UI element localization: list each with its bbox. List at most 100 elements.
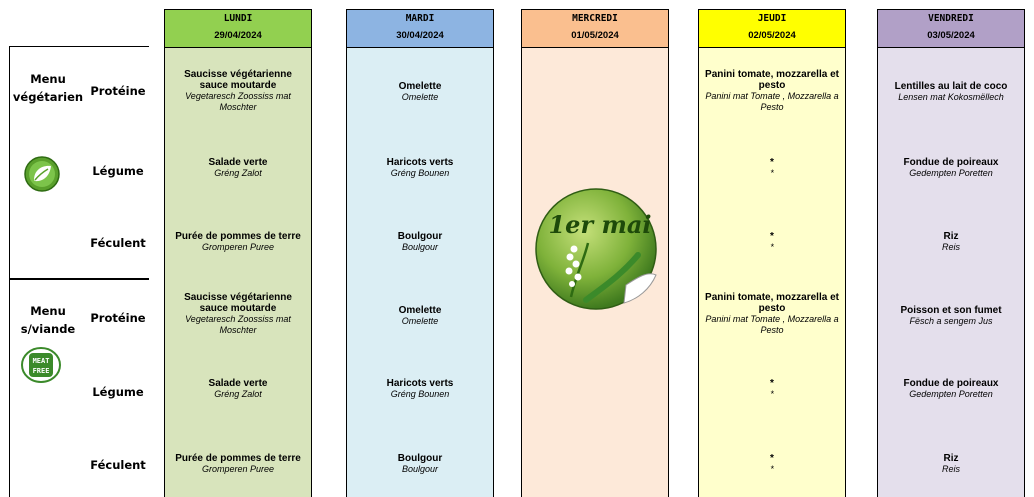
meal-name-lu: Omelette xyxy=(401,92,439,102)
meal-name-lu: * xyxy=(770,389,774,399)
meal-name-fr: * xyxy=(770,453,774,464)
meal-name-lu: Gréng Bounen xyxy=(390,168,450,178)
day-header: LUNDI 29/04/2024 xyxy=(165,10,311,48)
svg-text:1er mai: 1er mai xyxy=(548,210,651,239)
menu-vegetarien-label: Menu végétarien xyxy=(12,72,84,104)
meal-name-fr: Boulgour xyxy=(397,231,443,242)
day-date: 29/04/2024 xyxy=(214,30,262,41)
meal-name-lu: Boulgour xyxy=(401,464,439,474)
day-column-lundi: LUNDI 29/04/2024 Saucisse végétarienne s… xyxy=(164,9,312,497)
category-label: Féculent xyxy=(90,236,146,250)
meal-cell: ** xyxy=(699,378,845,400)
meal-name-fr: Poisson et son fumet xyxy=(900,305,1002,316)
meal-cell: ** xyxy=(699,453,845,475)
meal-name-fr: Haricots verts xyxy=(386,157,454,168)
meal-name-fr: Fondue de poireaux xyxy=(903,157,999,168)
meat-free-icon: MEAT FREE xyxy=(21,347,61,383)
leaf-icon xyxy=(24,156,60,192)
meal-name-fr: * xyxy=(770,378,774,389)
meal-name-fr: Boulgour xyxy=(397,453,443,464)
day-header: MERCREDI 01/05/2024 xyxy=(522,10,668,48)
meal-name-fr: Riz xyxy=(943,453,959,464)
day-header: JEUDI 02/05/2024 xyxy=(699,10,845,48)
meal-name-lu: * xyxy=(770,168,774,178)
svg-text:MEAT: MEAT xyxy=(33,357,50,365)
category-label: Protéine xyxy=(90,311,146,325)
meal-name-fr: Salade verte xyxy=(208,157,268,168)
meal-name-lu: Gedempten Poretten xyxy=(909,168,993,178)
meal-name-lu: Omelette xyxy=(401,316,439,326)
meal-name-lu: Vegetaresch Zoossiss mat Moschter xyxy=(185,91,291,112)
holiday-sticker: 1er mai xyxy=(535,188,657,310)
meal-name-lu: Gréng Bounen xyxy=(390,389,450,399)
day-date: 01/05/2024 xyxy=(571,30,619,41)
day-name: JEUDI xyxy=(757,13,787,24)
category-label: Légume xyxy=(92,385,144,399)
day-column-vendredi: VENDREDI 03/05/2024 Lentilles au lait de… xyxy=(877,9,1025,497)
meal-name-lu: * xyxy=(770,242,774,252)
meal-name-lu: Lensen mat Kokosmëllech xyxy=(898,92,1004,102)
day-date: 02/05/2024 xyxy=(748,30,796,41)
meal-name-lu: Gromperen Puree xyxy=(201,242,275,252)
menu-vegetarien-frame xyxy=(9,46,149,279)
meal-name-fr: Salade verte xyxy=(208,378,268,389)
category-label: Protéine xyxy=(90,84,146,98)
meal-name-fr: Riz xyxy=(943,231,959,242)
meal-name-fr: * xyxy=(770,231,774,242)
day-column-jeudi: JEUDI 02/05/2024 Panini tomate, mozzarel… xyxy=(698,9,846,497)
meal-name-lu: Gromperen Puree xyxy=(201,464,275,474)
meal-cell: ** xyxy=(699,231,845,253)
meal-name-fr: Panini tomate, mozzarella et pesto xyxy=(705,69,839,91)
meal-name-lu: Gréng Zalot xyxy=(214,389,262,399)
day-date: 30/04/2024 xyxy=(396,30,444,41)
meal-name-fr: Omelette xyxy=(398,305,442,316)
svg-text:FREE: FREE xyxy=(33,367,50,375)
day-name: MERCREDI xyxy=(572,13,618,24)
day-name: LUNDI xyxy=(223,13,253,24)
day-column-mercredi: MERCREDI 01/05/2024 1er mai xyxy=(521,9,669,497)
meal-name-lu: Fësch a sengem Jus xyxy=(909,316,993,326)
day-date: 03/05/2024 xyxy=(927,30,975,41)
meal-name-lu: Gréng Zalot xyxy=(214,168,262,178)
day-name: MARDI xyxy=(405,13,435,24)
meal-name-lu: Panini mat Tomate , Mozzarella a Pesto xyxy=(705,91,839,112)
meal-name-lu: Reis xyxy=(941,242,960,252)
meal-name-lu: * xyxy=(770,464,774,474)
meal-name-fr: Panini tomate, mozzarella et pesto xyxy=(705,292,839,314)
meal-name-lu: Vegetaresch Zoossiss mat Moschter xyxy=(185,314,291,335)
day-header: MARDI 30/04/2024 xyxy=(347,10,493,48)
meal-name-fr: Haricots verts xyxy=(386,378,454,389)
meal-name-lu: Reis xyxy=(941,464,960,474)
meal-name-lu: Boulgour xyxy=(401,242,439,252)
meal-name-fr: Purée de pommes de terre xyxy=(175,231,301,242)
meal-name-fr: Purée de pommes de terre xyxy=(175,453,301,464)
meal-name-fr: Omelette xyxy=(398,81,442,92)
meal-name-fr: Lentilles au lait de coco xyxy=(894,81,1008,92)
meal-name-fr: * xyxy=(770,157,774,168)
menu-sans-viande-frame xyxy=(9,279,149,497)
meal-name-fr: Fondue de poireaux xyxy=(903,378,999,389)
meal-name-lu: Panini mat Tomate , Mozzarella a Pesto xyxy=(705,314,839,335)
meal-name-lu: Gedempten Poretten xyxy=(909,389,993,399)
meal-name-fr: Saucisse végétarienne sauce moutarde xyxy=(184,292,292,314)
meal-cell: ** xyxy=(699,157,845,179)
